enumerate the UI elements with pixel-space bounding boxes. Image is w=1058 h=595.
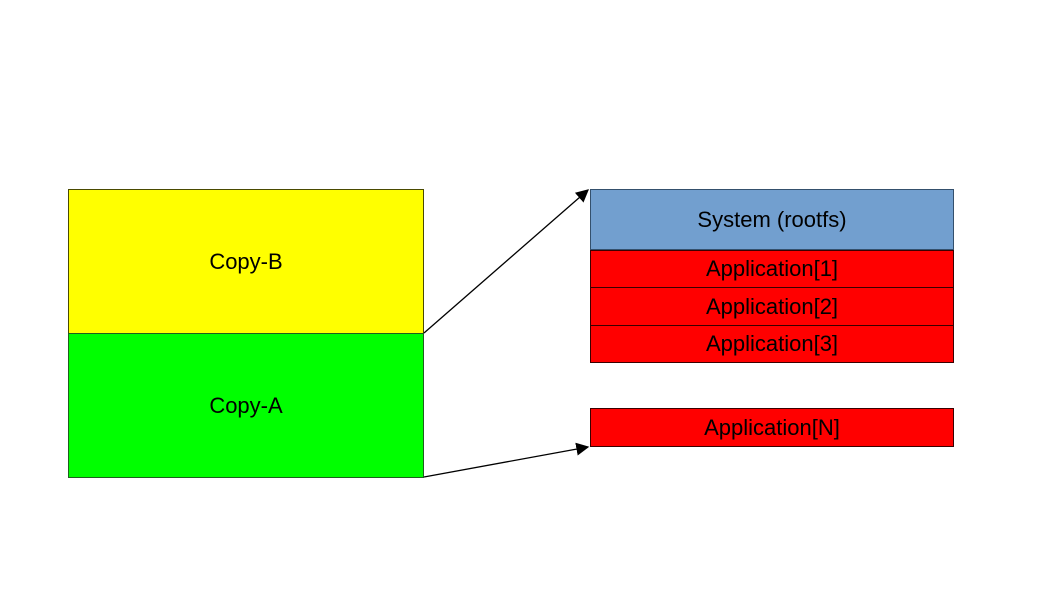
application-1-label: Application[1] [705,256,839,281]
application-n-label: Application[N] [704,414,840,440]
application-2-label: Application[2] [705,293,839,319]
arrow-copy-a-to-application-n [423,442,590,478]
copy-a-label: Copy-A [209,392,283,418]
system-rootfs-label: System (rootfs) [697,206,847,232]
application-3-block: Application[3] [590,325,954,363]
copy-a-block: Copy-A [68,333,424,478]
application-2-block: Application[2] [590,287,954,326]
copy-b-label: Copy-B [209,248,283,274]
system-rootfs-block: System (rootfs) [590,189,954,250]
arrow-copy-b-to-system [423,189,589,334]
application-n-block: Application[N] [590,408,954,447]
application-3-label: Application[3] [705,331,839,356]
application-1-block: Application[1] [590,250,954,288]
copy-b-block: Copy-B [68,189,424,334]
